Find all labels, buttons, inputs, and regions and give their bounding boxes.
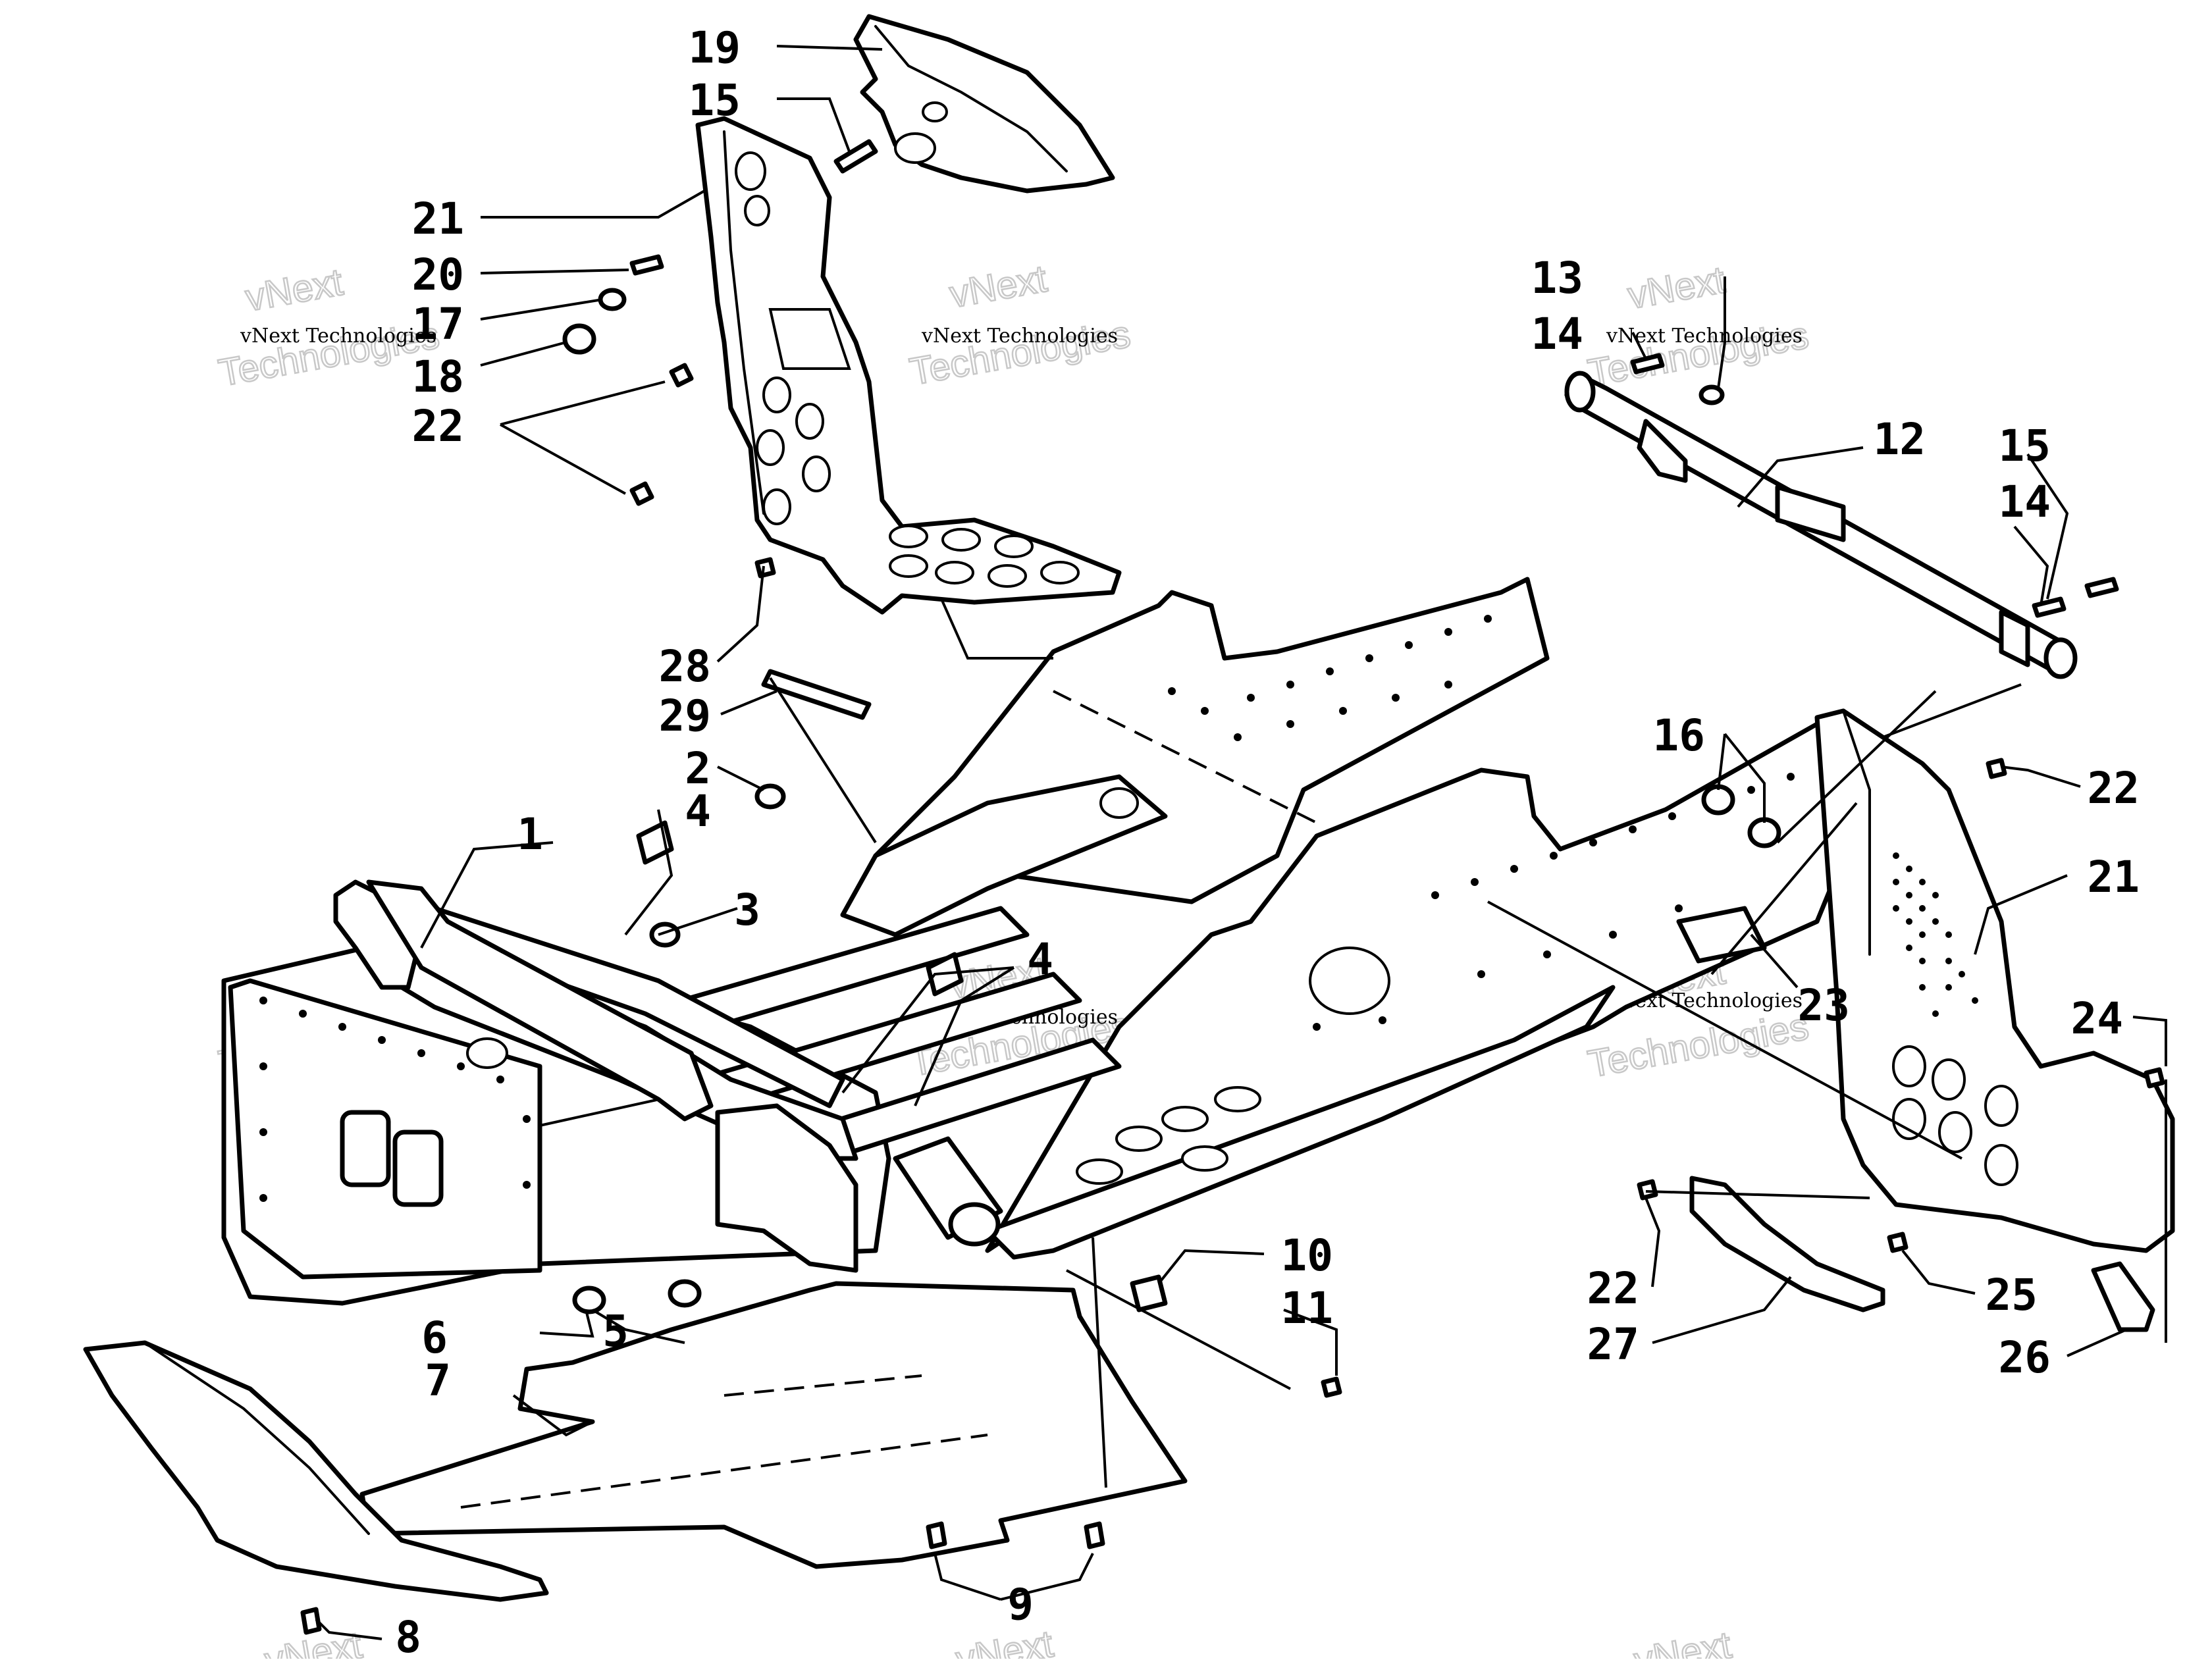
callout-21: 21 — [412, 194, 464, 244]
callout-19: 19 — [689, 22, 741, 73]
part-27-bracket — [1689, 1176, 1885, 1312]
callout-25: 25 — [1986, 1270, 2038, 1320]
part-21-right-panel — [1814, 708, 2175, 1253]
callout-4: 4 — [685, 786, 711, 837]
part-21-left-panel — [695, 116, 1122, 615]
svg-text:vNext Technologies: vNext Technologies — [240, 325, 436, 348]
callout-4: 4 — [1027, 934, 1053, 985]
callout-1: 1 — [517, 809, 543, 860]
callout-18: 18 — [412, 351, 464, 402]
callout-2: 2 — [685, 743, 711, 794]
callout-3: 3 — [734, 885, 760, 935]
part-12-steering-post — [1564, 371, 2078, 679]
callout-29: 29 — [659, 690, 711, 741]
part-26-plate — [2091, 1261, 2155, 1332]
part-7-belly-pan — [359, 1281, 1188, 1569]
part-19-cover — [853, 14, 1115, 194]
callout-12: 12 — [1874, 414, 1926, 465]
callout-28: 28 — [659, 641, 711, 692]
svg-text:vNext: vNext — [953, 1623, 1056, 1659]
svg-text:vNext: vNext — [1625, 258, 1728, 317]
callout-23: 23 — [1798, 980, 1850, 1031]
callout-7: 7 — [425, 1355, 451, 1406]
callout-26: 26 — [1999, 1332, 2051, 1383]
callout-10: 10 — [1281, 1230, 1333, 1281]
callout-5: 5 — [602, 1306, 629, 1357]
svg-text:vNext: vNext — [242, 261, 346, 320]
callout-14: 14 — [1531, 309, 1583, 359]
callout-16: 16 — [1653, 710, 1705, 761]
callout-15: 15 — [1999, 421, 2051, 471]
callout-21: 21 — [2088, 852, 2140, 902]
callout-24: 24 — [2071, 993, 2123, 1044]
svg-text:vNext Technologies: vNext Technologies — [921, 325, 1118, 348]
callout-9: 9 — [1007, 1579, 1034, 1630]
callout-17: 17 — [412, 299, 464, 350]
callout-15: 15 — [689, 75, 741, 126]
callout-labels: 19 15 21 20 17 18 22 28 29 2 1 4 3 4 6 5… — [395, 22, 2140, 1662]
svg-text:vNext: vNext — [1631, 1623, 1734, 1659]
fastener-group — [300, 139, 2165, 1635]
callout-22: 22 — [2088, 763, 2140, 814]
callout-22: 22 — [412, 401, 464, 452]
callout-20: 20 — [412, 249, 464, 300]
callout-6: 6 — [421, 1312, 448, 1363]
svg-text:vNext: vNext — [947, 257, 1050, 317]
callout-13: 13 — [1531, 253, 1583, 303]
callout-22: 22 — [1587, 1263, 1639, 1314]
leader-lines — [315, 45, 2167, 1640]
callout-8: 8 — [395, 1612, 421, 1659]
part-8-skid-plate — [83, 1340, 549, 1602]
part-1-chassis-frame — [221, 577, 1879, 1306]
callout-14: 14 — [1999, 477, 2051, 527]
callout-11: 11 — [1281, 1283, 1333, 1334]
callout-27: 27 — [1587, 1319, 1639, 1370]
